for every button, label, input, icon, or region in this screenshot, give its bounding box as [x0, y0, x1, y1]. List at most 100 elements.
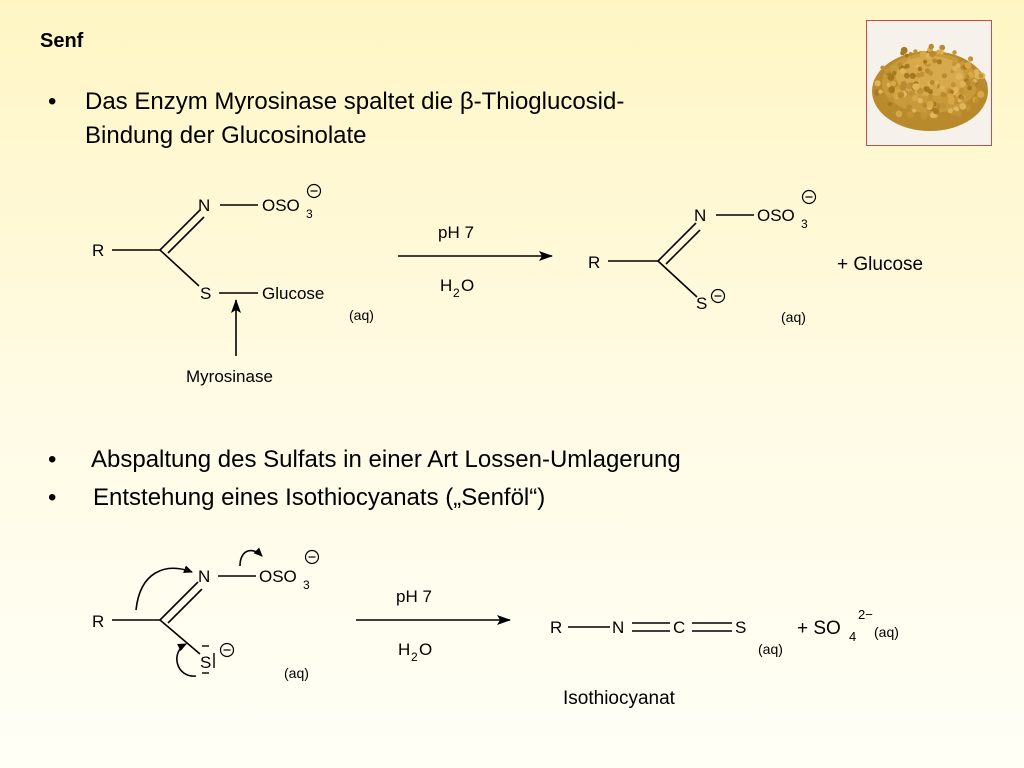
seed-dot	[971, 81, 976, 86]
negative-charge-icon	[801, 189, 817, 205]
seed-dot	[917, 66, 923, 72]
reactant-glucosinolate: R N OSO 3 S Glucose (aq) Myrosinase	[92, 183, 374, 386]
curved-arrow-icon	[176, 643, 197, 677]
seed-dot	[952, 50, 957, 55]
bullet-1-line-2: Bindung der Glucosinolate	[85, 122, 367, 149]
seed-dot	[908, 52, 913, 56]
seed-dot	[953, 86, 959, 93]
seed-dot	[928, 70, 934, 76]
reaction-scheme-1: R N OSO 3 S Glucose (aq) Myrosinase pH 7…	[92, 183, 923, 386]
double-bond-line	[167, 588, 203, 624]
seed-dot	[940, 102, 947, 109]
seed-dot	[880, 65, 885, 70]
bullet-dot: •	[48, 446, 57, 473]
seed-dot	[922, 102, 928, 108]
seed-dot	[886, 82, 892, 87]
seed-dot	[933, 108, 939, 115]
mustard-seeds-photo	[866, 20, 992, 146]
product-name-label: Isothiocyanat	[563, 688, 676, 709]
seed-dot	[951, 61, 957, 67]
subscript-3: 3	[306, 207, 313, 221]
double-bond-line	[657, 222, 697, 262]
byproduct-glucose: + Glucose	[837, 254, 923, 275]
atom-s: S	[696, 294, 707, 313]
seed-dot	[974, 98, 979, 103]
seed-dot	[928, 93, 934, 99]
seed-dot	[952, 66, 958, 71]
seed-dot	[916, 87, 924, 95]
seed-dot	[955, 110, 962, 117]
seed-dot	[959, 102, 967, 110]
atom-s: S	[200, 653, 211, 672]
condition-ph: pH 7	[438, 223, 474, 242]
seed-dot	[912, 83, 920, 91]
seed-dot	[923, 86, 928, 91]
seed-dot	[948, 96, 955, 102]
seed-dot	[897, 62, 902, 67]
reactant-thiohydroximate: R N OSO 3 S (aq)	[92, 547, 320, 681]
seed-dot	[959, 87, 965, 94]
seed-dot	[899, 83, 907, 91]
seed-dot	[906, 104, 912, 111]
negative-charge-icon	[304, 549, 320, 565]
curved-arrow-icon	[135, 565, 193, 611]
seed-dot	[882, 98, 888, 104]
byproduct-sulfate: + SO 4 2− (aq)	[797, 607, 899, 644]
double-bond-line	[167, 216, 205, 254]
bullet-2-text: Abspaltung des Sulfats in einer Art Loss…	[91, 446, 681, 473]
seed-dot	[919, 50, 927, 58]
seed-dot	[911, 59, 918, 67]
slide-title: Senf	[40, 30, 84, 52]
condition-ph: pH 7	[396, 587, 432, 606]
double-bond-line	[665, 229, 701, 265]
seed-dot	[939, 44, 946, 51]
seed-dot	[915, 72, 922, 78]
subscript-3: 3	[801, 217, 808, 231]
seed-dot	[960, 95, 965, 100]
seed-dot	[887, 101, 893, 107]
seed-dot	[899, 68, 906, 74]
seed-dot	[878, 89, 883, 94]
seed-dot	[949, 89, 954, 95]
reaction-arrow-1: pH 7 H 2 O	[398, 223, 553, 300]
negative-charge-icon	[710, 288, 726, 304]
sulfate-charge: 2−	[858, 607, 873, 622]
enzyme-label: Myrosinase	[186, 367, 273, 386]
bond	[159, 619, 201, 655]
aqueous-label: (aq)	[758, 641, 783, 657]
atom-n: N	[694, 206, 706, 225]
seed-dot	[890, 80, 897, 87]
seed-dot	[912, 108, 917, 113]
seed-dot	[888, 86, 896, 94]
seed-dot	[904, 63, 910, 69]
seed-dot	[955, 63, 961, 69]
double-bond-line	[159, 581, 199, 621]
bond	[657, 260, 698, 298]
bond	[159, 249, 200, 287]
seed-dot	[968, 71, 973, 76]
seed-dot	[981, 80, 988, 87]
seed-dot	[906, 83, 912, 90]
seed-dot	[920, 112, 928, 120]
seed-dot	[964, 62, 972, 69]
aqueous-label: (aq)	[349, 307, 374, 323]
seed-dot	[904, 53, 909, 58]
seed-dot	[900, 46, 908, 54]
atom-s: S	[200, 284, 211, 303]
seed-dot	[874, 80, 881, 87]
negative-charge-icon	[306, 183, 322, 199]
seed-dot	[950, 82, 956, 88]
reaction-arrow-2: pH 7 H 2 O	[356, 587, 511, 664]
group-oso: OSO	[262, 196, 300, 215]
aqueous-label: (aq)	[874, 624, 899, 640]
seed-dot	[892, 70, 897, 76]
glucose-label: Glucose	[262, 284, 324, 303]
seed-dot	[978, 73, 984, 79]
seed-dot	[908, 90, 915, 97]
seed-dot	[897, 77, 902, 82]
atom-c: C	[673, 618, 685, 637]
bullet-dot: •	[48, 484, 57, 511]
negative-charge-icon	[219, 642, 235, 658]
double-bond-line	[159, 209, 201, 251]
